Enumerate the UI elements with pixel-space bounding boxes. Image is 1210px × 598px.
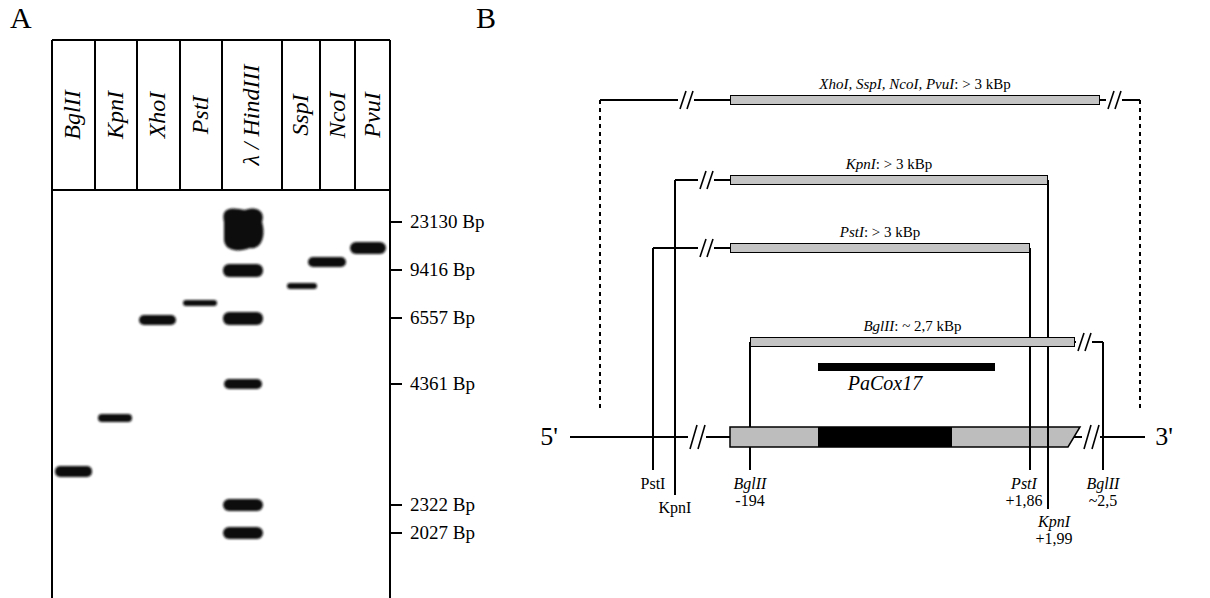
site-label: BglII -194 [734,476,767,510]
site-label: KpnI [659,500,692,517]
site-label: PstI +1,86 [1005,476,1042,510]
site-label: KpnI +1,99 [1035,514,1072,548]
fragment-size-label: PstI: > 3 kBp [838,224,923,241]
break-marks [678,91,1122,449]
fragment-bar [750,337,1075,347]
fragment-bar-group: KpnI: > 3 kBp [730,156,1048,186]
lane-label: NcoI [325,92,350,139]
probe-bar [818,363,995,371]
fragment-size-label: BglII: ~ 2,7 kBp [861,318,963,335]
end-label: 3' [1155,423,1173,450]
size-marker-label: 4361 Bp [410,374,475,394]
panel-letter: A [10,2,32,34]
lane-label: PvuI [360,92,385,137]
fragment-size-label: XhoI, SspI, NcoI, PvuI: > 3 kBp [817,76,1012,93]
fragment-bar [730,243,1030,253]
fragment-bar-group: XhoI, SspI, NcoI, PvuI: > 3 kBp [730,76,1100,106]
lane-label: λ / HindIII [239,64,264,165]
fragment-bar-group: BglII: ~ 2,7 kBp [750,318,1075,348]
site-label: BglII ~2,5 [1087,476,1120,510]
fragment-bar [730,95,1100,105]
gene-region [730,427,1080,447]
lane-label: XhoI [145,92,170,139]
fragment-bar-group: PstI: > 3 kBp [730,224,1030,254]
map-lines [570,100,1145,495]
lane-label: KpnI [103,91,128,139]
fragment-bar [730,175,1048,185]
size-marker-label: 2322 Bp [410,495,475,515]
size-marker-label: 6557 Bp [410,308,475,328]
gel-bands [55,208,386,539]
gel-frame [52,40,402,598]
size-marker-label: 23130 Bp [410,212,484,232]
panel-letter: B [476,2,496,34]
size-marker-label: 2027 Bp [410,523,475,543]
fragment-size-label: KpnI: > 3 kBp [844,156,934,173]
coding-region [818,427,952,447]
gene-label: PaCox17 [848,373,922,394]
lane-label: PstI [188,96,213,135]
site-label: PstI [641,476,666,493]
size-marker-label: 9416 Bp [410,260,475,280]
end-label: 5' [540,423,558,450]
lane-label: BglII [60,90,85,139]
lane-label: SspI [288,94,313,135]
